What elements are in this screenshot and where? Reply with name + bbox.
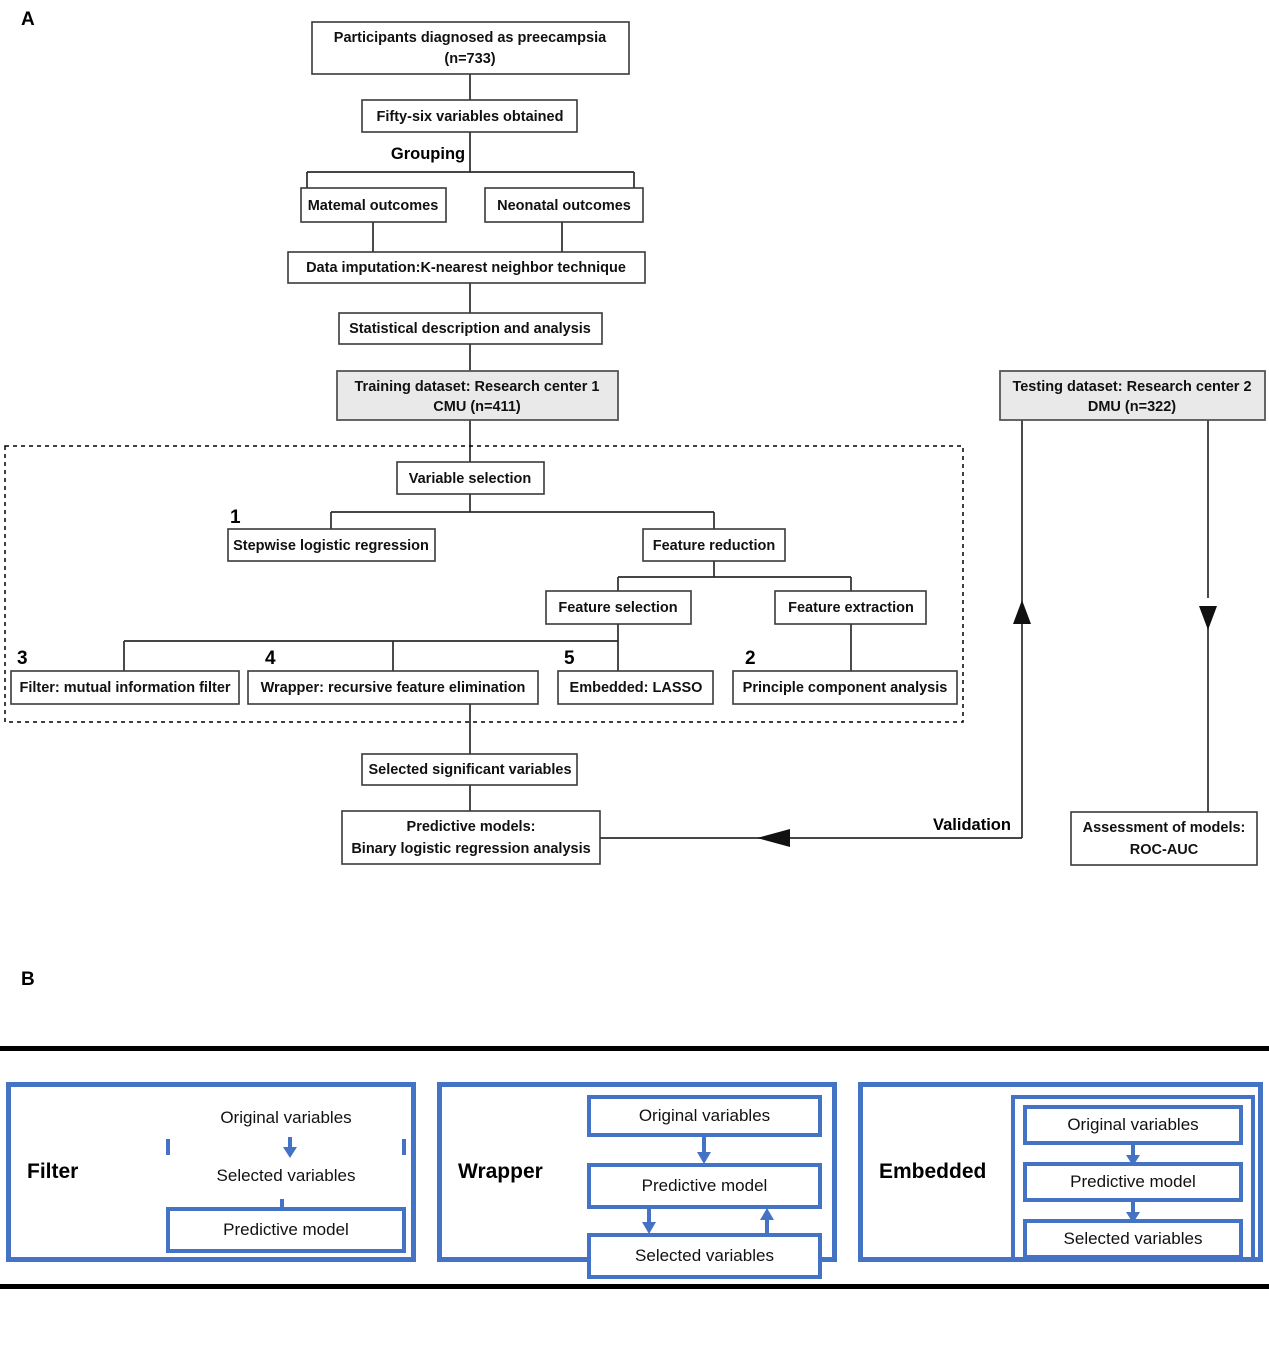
- step-number-2: 2: [745, 648, 756, 669]
- node-statistical-description: Statistical description and analysis: [338, 312, 603, 345]
- node-selected-significant-variables: Selected significant variables: [361, 753, 578, 786]
- card-embedded-label: Embedded: [879, 1160, 987, 1183]
- node-feature-reduction: Feature reduction: [642, 528, 786, 562]
- training-dataset-line1: Training dataset: Research center 1: [355, 379, 600, 395]
- filter-selection-group: Original variables Selected variables: [166, 1097, 406, 1197]
- training-dataset-line2: CMU (n=411): [433, 399, 521, 415]
- node-embedded-lasso: Embedded: LASSO: [557, 670, 714, 705]
- card-wrapper: Wrapper Original variables Predictive mo…: [437, 1082, 837, 1279]
- card-filter: Filter Original variables Selected varia…: [6, 1082, 416, 1262]
- card-filter-label: Filter: [27, 1160, 79, 1183]
- embedded-selected-variables: Selected variables: [1023, 1219, 1243, 1259]
- embedded-arrow-original-to-model: [1126, 1143, 1140, 1167]
- panel-b-letter: B: [21, 969, 35, 990]
- node-wrapper-rfe: Wrapper: recursive feature elimination: [247, 670, 539, 705]
- testing-dataset-line2: DMU (n=322): [1088, 399, 1176, 415]
- wrapper-selected-variables: Selected variables: [587, 1233, 822, 1279]
- filter-original-variables: Original variables: [166, 1097, 406, 1139]
- panel-b-feature-selection-methods: Filter Original variables Selected varia…: [0, 1040, 1269, 1290]
- node-filter-mutual-information: Filter: mutual information filter: [10, 670, 240, 705]
- node-data-imputation: Data imputation:K-nearest neighbor techn…: [287, 251, 646, 284]
- svg-text:Embedded: LASSO: Embedded: LASSO: [570, 680, 703, 696]
- svg-text:Matemal outcomes: Matemal outcomes: [308, 198, 439, 214]
- svg-text:Fifty-six variables obtained: Fifty-six variables obtained: [377, 109, 564, 125]
- testing-dataset-line1: Testing dataset: Research center 2: [1012, 379, 1251, 395]
- node-maternal-outcomes: Matemal outcomes: [300, 187, 447, 223]
- embedded-original-variables: Original variables: [1023, 1105, 1243, 1145]
- embedded-arrow-model-to-selected: [1126, 1200, 1140, 1224]
- grouping-label: Grouping: [391, 145, 465, 163]
- connectors: [123, 74, 1217, 847]
- node-assessment-of-models: Assessment of models: ROC-AUC: [1070, 811, 1258, 866]
- node-stepwise-logistic-regression: Stepwise logistic regression: [227, 528, 436, 562]
- svg-text:Wrapper: recursive feature eli: Wrapper: recursive feature elimination: [261, 680, 526, 696]
- node-neonatal-outcomes: Neonatal outcomes: [484, 187, 644, 223]
- filter-selected-variables: Selected variables: [166, 1155, 406, 1197]
- svg-text:Feature reduction: Feature reduction: [653, 538, 775, 554]
- svg-text:Data imputation:K-nearest neig: Data imputation:K-nearest neighbor techn…: [306, 260, 626, 276]
- node-predictive-models: Predictive models: Binary logistic regre…: [341, 810, 601, 865]
- panel-b-bottom-rule: [0, 1284, 1269, 1289]
- node-fifty-six-variables: Fifty-six variables obtained: [361, 99, 578, 133]
- wrapper-arrow-selected-to-model: [760, 1207, 774, 1235]
- node-participants-line1: Participants diagnosed as preecampsia: [334, 30, 607, 46]
- wrapper-original-variables: Original variables: [587, 1095, 822, 1137]
- filter-predictive-model: Predictive model: [166, 1207, 406, 1253]
- embedded-predictive-model: Predictive model: [1023, 1162, 1243, 1202]
- node-training-dataset: Training dataset: Research center 1 CMU …: [336, 370, 619, 421]
- predictive-models-line2: Binary logistic regression analysis: [351, 841, 590, 857]
- svg-text:Variable selection: Variable selection: [409, 471, 532, 487]
- assessment-line2: ROC-AUC: [1130, 842, 1199, 858]
- svg-text:Selected significant variables: Selected significant variables: [368, 762, 571, 778]
- predictive-models-line1: Predictive models:: [407, 819, 536, 835]
- node-principle-component-analysis: Principle component analysis: [732, 670, 958, 705]
- validation-label: Validation: [933, 816, 1011, 834]
- wrapper-arrow-model-to-selected: [642, 1207, 656, 1235]
- step-number-5: 5: [564, 648, 575, 669]
- node-feature-extraction: Feature extraction: [774, 590, 927, 625]
- card-embedded: Embedded Original variables Predictive m…: [858, 1082, 1263, 1262]
- step-number-4: 4: [265, 648, 276, 669]
- node-participants: Participants diagnosed as preecampsia (n…: [311, 21, 630, 75]
- embedded-nested-group: Original variables Predictive model Sele…: [1011, 1095, 1255, 1261]
- card-wrapper-label: Wrapper: [458, 1160, 543, 1183]
- wrapper-predictive-model: Predictive model: [587, 1163, 822, 1209]
- svg-text:Feature extraction: Feature extraction: [788, 600, 914, 616]
- svg-text:Principle component analysis: Principle component analysis: [743, 680, 948, 696]
- svg-text:Neonatal outcomes: Neonatal outcomes: [497, 198, 631, 214]
- step-number-1: 1: [230, 507, 241, 528]
- svg-text:Feature selection: Feature selection: [558, 600, 677, 616]
- panel-a-letter: A: [21, 9, 35, 30]
- node-variable-selection: Variable selection: [396, 461, 545, 495]
- svg-text:Filter: mutual information fil: Filter: mutual information filter: [19, 680, 230, 696]
- variable-selection-region: [4, 445, 964, 723]
- svg-text:Stepwise logistic regression: Stepwise logistic regression: [233, 538, 429, 554]
- svg-text:Statistical description and an: Statistical description and analysis: [349, 321, 591, 337]
- node-feature-selection: Feature selection: [545, 590, 692, 625]
- assessment-line1: Assessment of models:: [1083, 820, 1246, 836]
- panel-b-top-rule: [0, 1046, 1269, 1051]
- panel-a-flowchart: Participants diagnosed as preecampsia (n…: [4, 21, 1266, 866]
- wrapper-arrow-original-to-model: [697, 1135, 711, 1165]
- node-testing-dataset: Testing dataset: Research center 2 DMU (…: [999, 370, 1266, 421]
- filter-arrow-original-to-selected: [283, 1137, 297, 1159]
- step-number-3: 3: [17, 648, 28, 669]
- node-participants-line2: (n=733): [444, 51, 495, 67]
